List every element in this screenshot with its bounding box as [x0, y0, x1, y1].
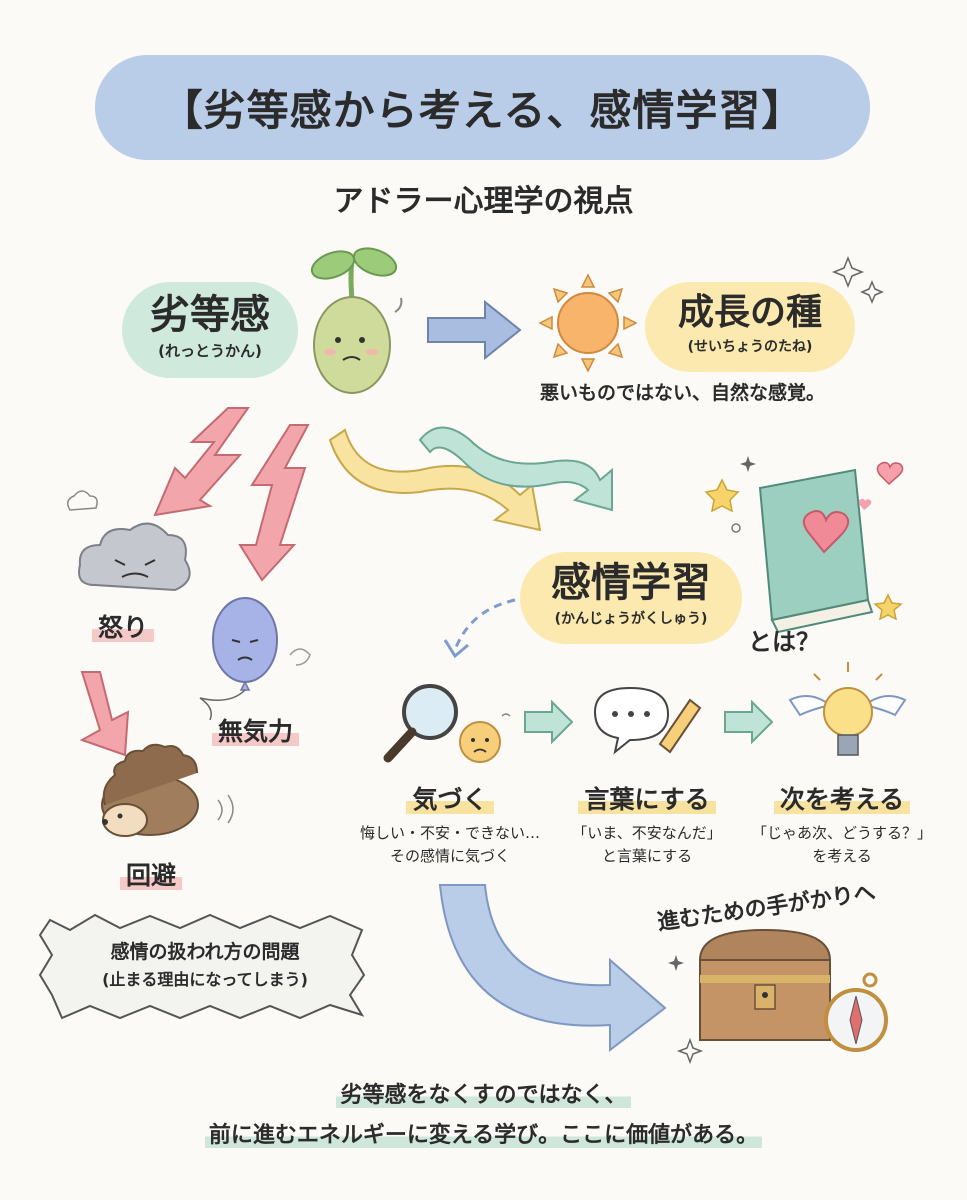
star-icon — [704, 478, 740, 513]
growth-note: 悪いものではない、自然な感覚。 — [540, 382, 826, 404]
growth-reading: (せいちょうのたね) — [687, 339, 813, 355]
hedgehog-icon — [101, 743, 234, 837]
emotional-learning-pill: 感情学習 (かんじょうがくしゅう) — [520, 552, 742, 644]
avoidance-label: 回避 — [120, 856, 183, 892]
inferiority-pill: 劣等感 (れっとうかん) — [122, 282, 298, 378]
angry-cloud-icon — [67, 490, 191, 592]
step-notice-label: 気づく — [406, 785, 494, 814]
pencil-icon — [658, 698, 702, 754]
page-subtitle: アドラー心理学の視点 — [333, 184, 634, 219]
problem-box: 感情の扱われ方の問題 (止まる理由になってしまう) — [46, 938, 364, 994]
emotional-learning-question: とは？ — [748, 628, 820, 656]
sun-icon — [538, 273, 638, 373]
speech-bubble-icon — [593, 686, 670, 755]
sparkle-icon — [668, 955, 684, 971]
problem-line2: (止まる理由になってしまう) — [102, 970, 308, 989]
compass-icon — [824, 972, 888, 1052]
step-verbalize-label: 言葉にする — [578, 785, 716, 814]
step-notice: 気づく 悔しい・不安・できない… その感情に気づく — [350, 780, 550, 868]
arrow-right-icon — [427, 299, 522, 361]
anger-label: 怒り — [92, 608, 155, 644]
seedling-icon — [310, 247, 403, 394]
step-next-desc2: を考える — [812, 847, 872, 865]
green-wave-arrow-icon — [418, 426, 613, 512]
emotional-learning-reading: (かんじょうがくしゅう) — [554, 611, 708, 627]
problem-line1: 感情の扱われ方の問題 — [110, 941, 300, 963]
page-title: 【劣等感から考える、感情学習】 — [160, 86, 805, 135]
worried-face-icon — [459, 713, 511, 763]
step-verbalize: 言葉にする 「いま、不安なんだ」 と言葉にする — [552, 780, 742, 868]
conclusion: 劣等感をなくすのではなく、 前に進むエネルギーに変える学び。ここに価値がある。 — [0, 1076, 967, 1156]
step-next: 次を考える 「じゃあ次、どうする？」 を考える — [742, 780, 942, 868]
dashed-arrow-icon — [453, 598, 516, 651]
red-zigzag-arrow-icon — [79, 407, 310, 757]
conclusion-line2: 前に進むエネルギーに変える学び。ここに価値がある。 — [204, 1123, 763, 1148]
star-icon — [873, 593, 903, 621]
sparkle-icon — [740, 456, 756, 472]
inferiority-reading: (れっとうかん) — [158, 342, 262, 360]
step-next-desc1: 「じゃあ次、どうする？」 — [751, 824, 932, 842]
step-verbalize-desc1: 「いま、不安なんだ」 — [572, 824, 722, 842]
step-notice-desc1: 悔しい・不安・できない… — [359, 824, 540, 842]
magnifier-icon — [383, 684, 458, 763]
avoidance-text: 回避 — [120, 861, 183, 890]
apathy-text: 無気力 — [212, 717, 300, 746]
sad-balloon-icon — [199, 597, 311, 721]
winged-lightbulb-icon — [788, 662, 907, 756]
conclusion-line1: 劣等感をなくすのではなく、 — [336, 1083, 631, 1108]
sparkle-icon — [831, 255, 865, 289]
heart-book-icon — [758, 468, 874, 634]
arrow-right-icon — [524, 699, 574, 745]
growth-label: 成長の種 — [677, 292, 822, 333]
growth-pill: 成長の種 (せいちょうのたね) — [645, 282, 855, 372]
apathy-label: 無気力 — [212, 712, 300, 748]
sparkle-icon — [676, 1037, 704, 1065]
step-next-label: 次を考える — [773, 785, 911, 814]
big-curved-arrow-icon — [438, 884, 667, 1053]
treasure-chest-icon — [698, 928, 832, 1041]
step-verbalize-desc2: と言葉にする — [601, 847, 693, 865]
inferiority-label: 劣等感 — [150, 292, 270, 338]
heart-icon — [858, 498, 872, 510]
title-banner: 【劣等感から考える、感情学習】 — [95, 55, 870, 160]
arrow-right-icon — [724, 699, 774, 745]
heart-icon — [876, 461, 904, 486]
problem-box-frame — [38, 913, 366, 1020]
sparkle-icon — [860, 280, 884, 304]
yellow-wave-arrow-icon — [328, 428, 542, 532]
step-notice-desc2: その感情に気づく — [389, 847, 510, 865]
anger-text: 怒り — [92, 613, 155, 642]
emotional-learning-label: 感情学習 — [551, 560, 711, 606]
